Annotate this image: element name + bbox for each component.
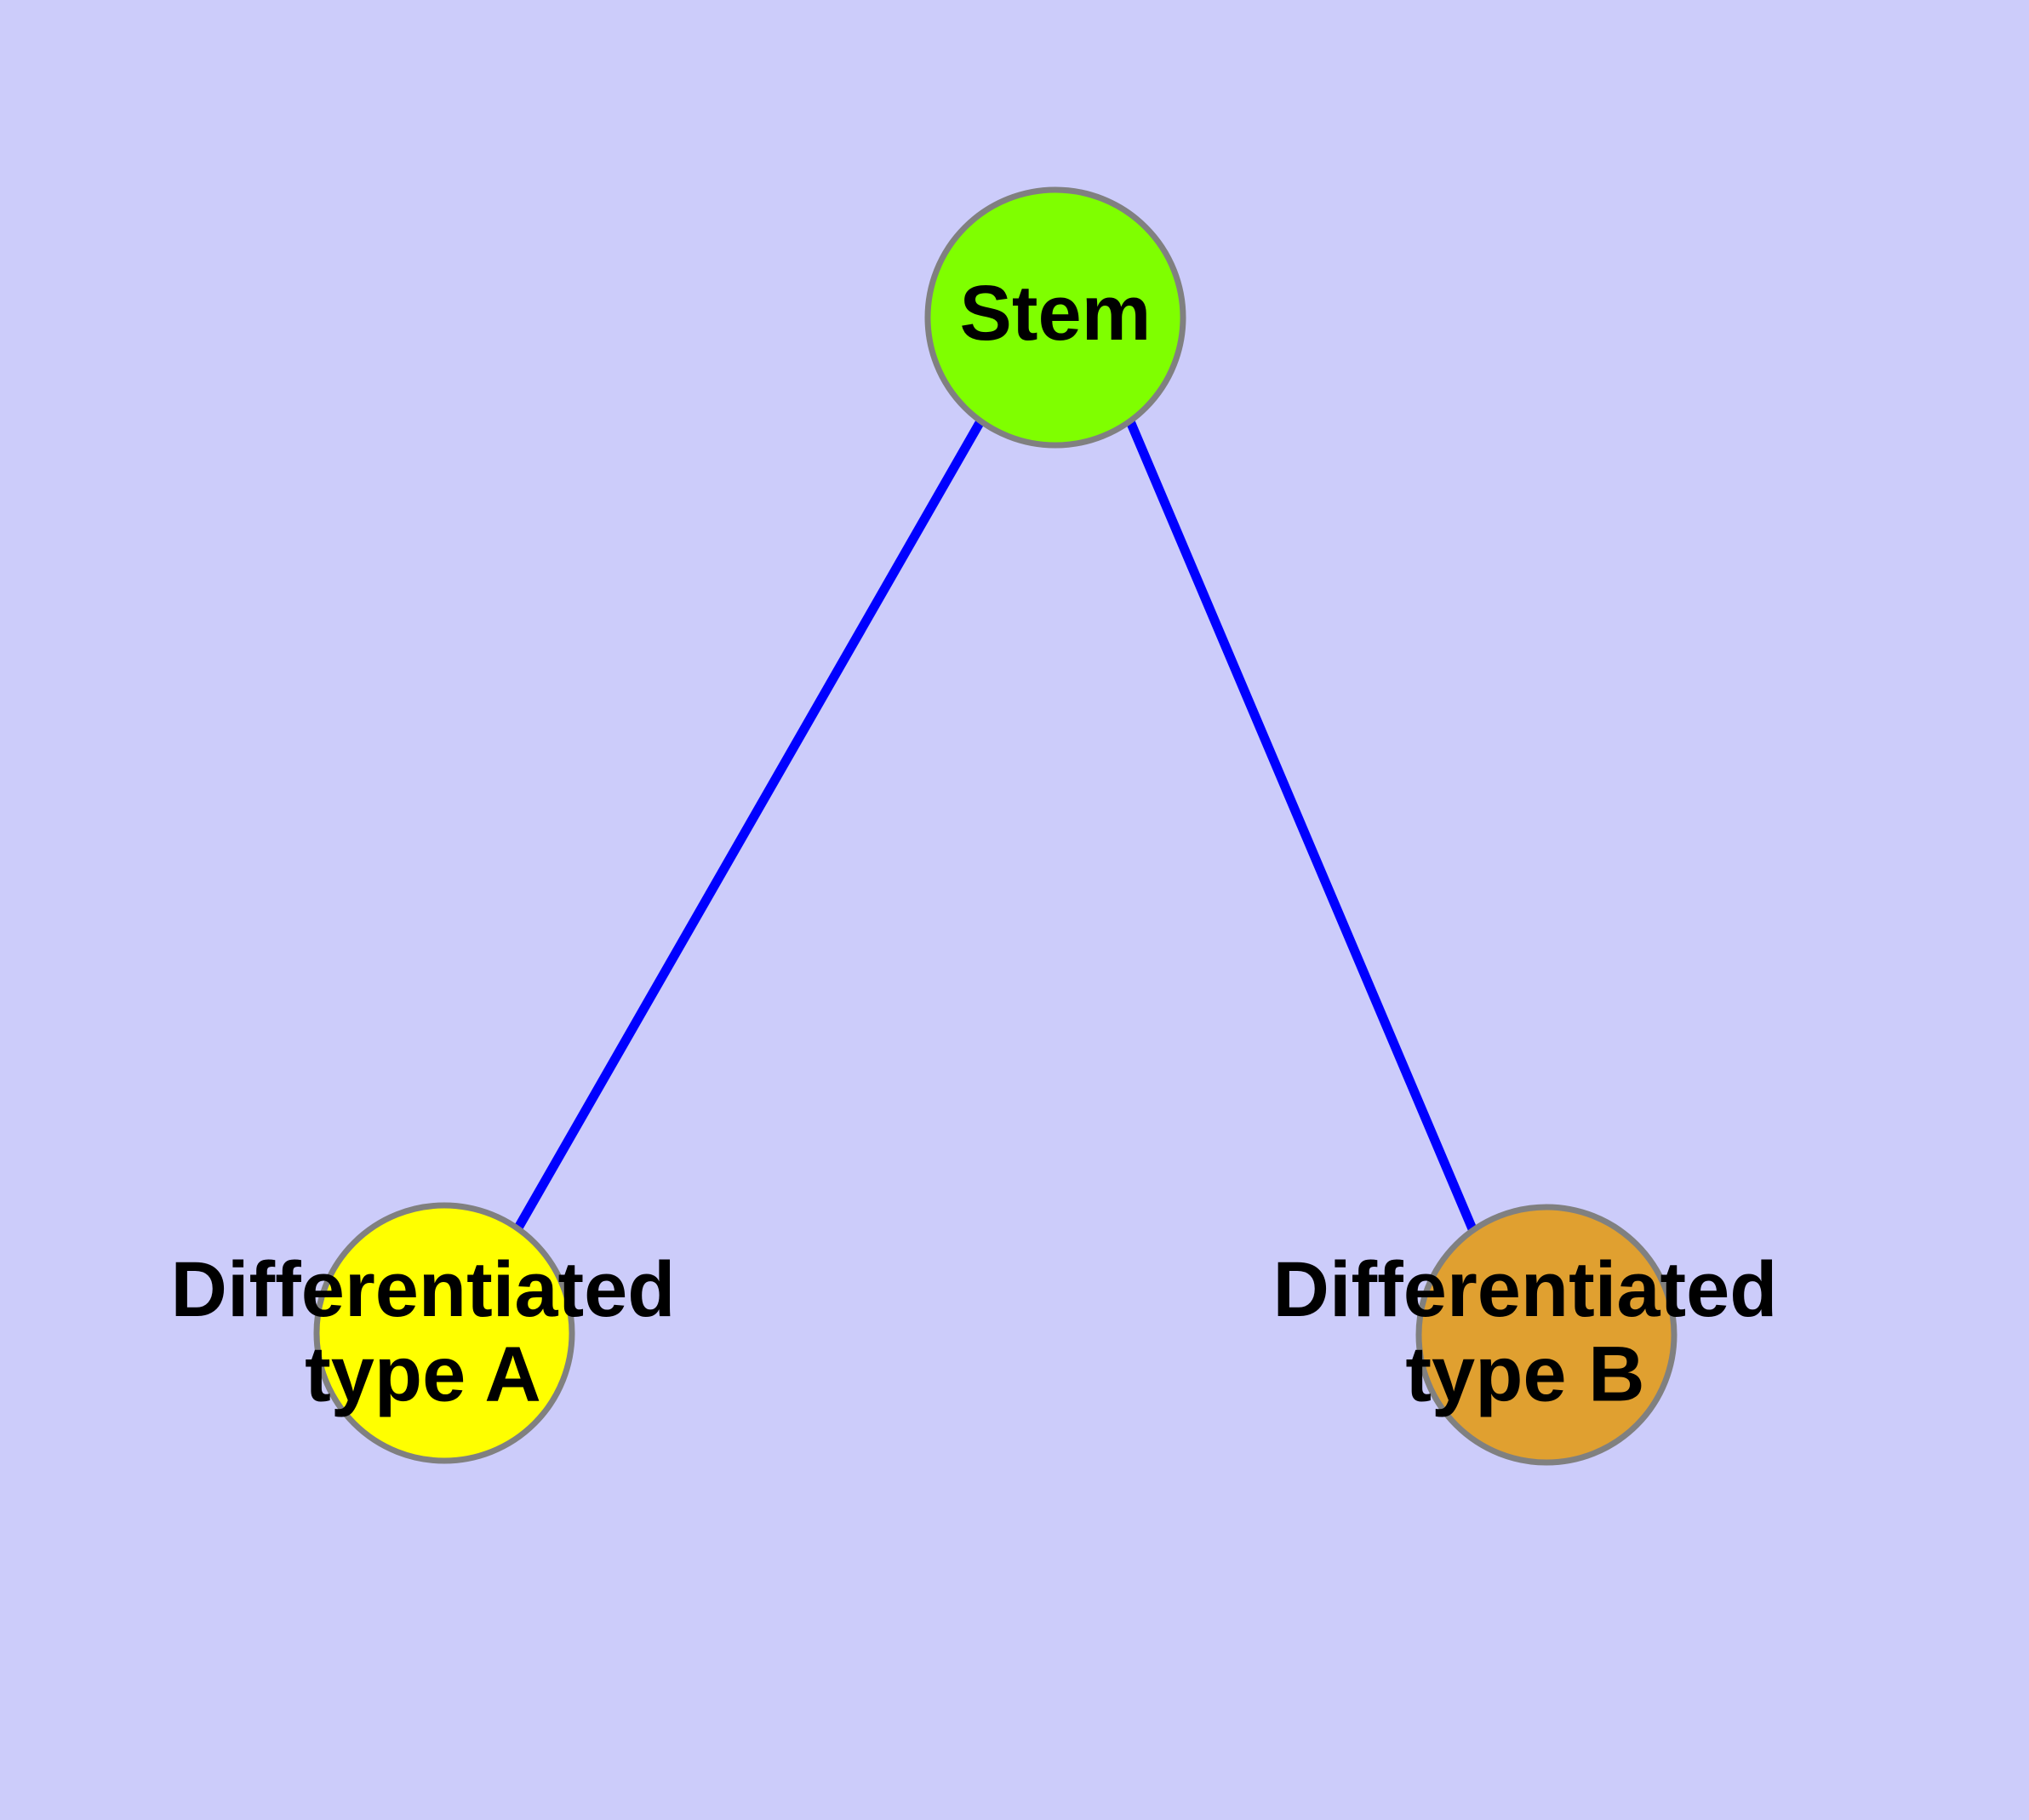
node-differentiated-type-a-circle[interactable] [313,1202,575,1464]
edge-layer [513,419,1478,1233]
label-line: type B [1405,1331,1644,1418]
edge-stem-to-differentiated-type-a[interactable] [513,419,985,1232]
label-line: Stem [960,270,1152,357]
label-line: Differentiated [1273,1246,1778,1333]
node-differentiated-type-b[interactable] [1415,1204,1677,1466]
label-line: Differentiated [171,1246,676,1333]
node-differentiated-type-b-circle[interactable] [1415,1204,1677,1466]
label-line: type A [305,1331,541,1418]
node-differentiated-type-a[interactable] [313,1202,575,1464]
node-stem-label: Stem [960,270,1152,357]
node-layer [313,186,1677,1466]
node-stem[interactable] [924,186,1186,449]
node-stem-circle[interactable] [924,186,1186,449]
edge-stem-to-differentiated-type-b[interactable] [1125,419,1478,1233]
